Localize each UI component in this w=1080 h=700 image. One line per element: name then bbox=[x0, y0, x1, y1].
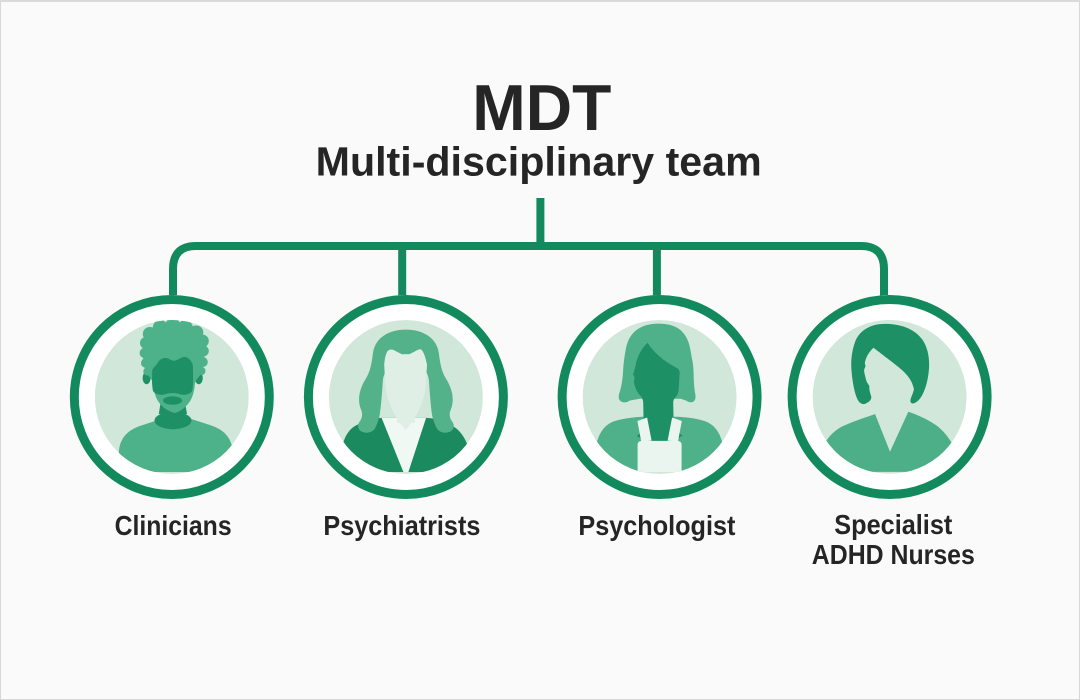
svg-text:ADHD Nurses: ADHD Nurses bbox=[812, 539, 975, 570]
svg-text:Multi-disciplinary team: Multi-disciplinary team bbox=[316, 139, 762, 185]
svg-text:MDT: MDT bbox=[472, 71, 611, 144]
svg-text:Psychologist: Psychologist bbox=[578, 510, 735, 541]
svg-text:Psychiatrists: Psychiatrists bbox=[323, 510, 480, 541]
svg-text:Clinicians: Clinicians bbox=[115, 510, 232, 541]
svg-text:Specialist: Specialist bbox=[834, 509, 952, 540]
